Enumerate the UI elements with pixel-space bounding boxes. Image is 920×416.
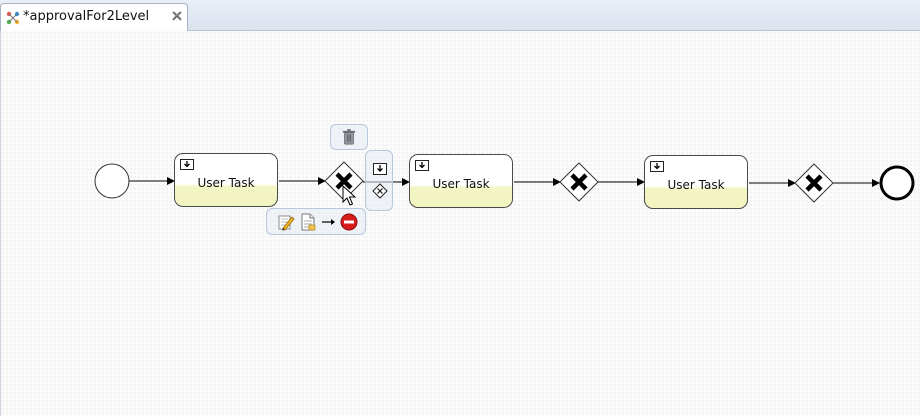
arrow-right-icon[interactable]: [322, 217, 336, 227]
user-task[interactable]: User Task: [409, 154, 513, 208]
stop-icon[interactable]: [340, 213, 358, 231]
user-task[interactable]: User Task: [174, 153, 278, 207]
mouse-cursor-icon: [342, 185, 356, 206]
task-label: User Task: [667, 178, 725, 192]
close-icon[interactable]: [171, 10, 183, 22]
append-gateway-icon[interactable]: [372, 183, 388, 199]
tab-title: *approvalFor2Level: [23, 9, 150, 24]
bpmn-diagram-icon: [6, 11, 20, 25]
diagram-connections: [94, 161, 915, 203]
exclusive-gateway: [794, 163, 834, 203]
context-pad-side: [365, 150, 393, 211]
task-label: User Task: [432, 177, 490, 191]
trash-icon[interactable]: [342, 129, 356, 145]
context-pad-bottom: [266, 208, 366, 235]
user-task-type-icon: [650, 161, 664, 172]
append-task-icon[interactable]: [373, 163, 387, 175]
edit-icon[interactable]: [277, 213, 295, 231]
diagram-canvas[interactable]: User Task User Task User Task: [0, 31, 920, 416]
editor-tab-bar: *approvalFor2Level: [0, 0, 920, 31]
context-pad-top: [330, 124, 368, 150]
user-task-type-icon: [180, 159, 194, 170]
start-event: [94, 163, 130, 199]
user-task-type-icon: [415, 160, 429, 171]
exclusive-gateway: [324, 161, 364, 201]
editor-tab[interactable]: *approvalFor2Level: [0, 3, 188, 31]
user-task[interactable]: User Task: [644, 155, 748, 209]
task-label: User Task: [197, 176, 255, 190]
exclusive-gateway: [559, 162, 599, 202]
end-event: [879, 165, 915, 201]
document-icon[interactable]: [299, 213, 317, 231]
